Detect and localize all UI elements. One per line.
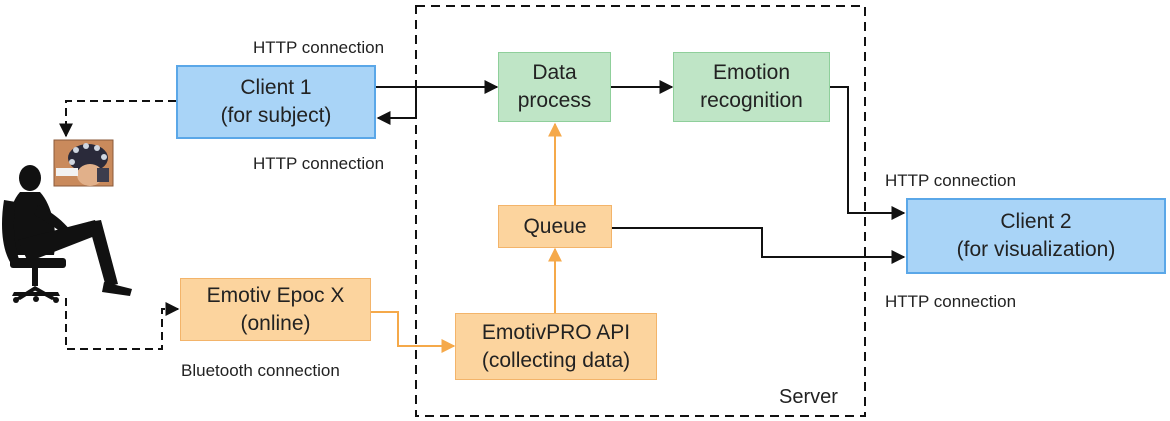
client2-box: Client 2 (for visualization) <box>906 198 1166 274</box>
emotiv-epoc-subtitle: (online) <box>240 311 311 335</box>
arrow-queue-to-client2 <box>612 227 906 264</box>
emotivpro-api-title: EmotivPRO API <box>481 320 631 344</box>
client1-box: Client 1 (for subject) <box>176 65 376 139</box>
client2-subtitle: (for visualization) <box>956 238 1116 261</box>
http-connection-label-client2-top: HTTP connection <box>885 171 1017 190</box>
emotiv-epoc-title: Emotiv Epoc X <box>206 283 345 307</box>
person-in-chair-icon <box>2 165 132 303</box>
emotion-recognition-box: Emotion recognition <box>673 52 830 122</box>
arrow-emotion-to-client2 <box>830 86 906 220</box>
client1-title: Client 1 <box>240 76 312 99</box>
data-process-line2: process <box>517 89 592 112</box>
emotiv-epoc-box: Emotiv Epoc X (online) <box>180 278 371 341</box>
http-connection-label-client2-bottom: HTTP connection <box>885 292 1017 311</box>
server-label: Server <box>779 386 838 408</box>
arrow-data-process-to-client1 <box>376 87 417 125</box>
http-connection-label-client1-bottom: HTTP connection <box>253 154 385 173</box>
emotion-recognition-line2: recognition <box>700 89 803 112</box>
client1-subtitle: (for subject) <box>220 104 332 127</box>
emotivpro-api-box: EmotivPRO API (collecting data) <box>455 313 657 380</box>
client2-title: Client 2 <box>1000 210 1072 233</box>
arrow-subject-to-epoc <box>65 298 180 350</box>
eeg-headset-photo-icon <box>53 139 114 187</box>
http-connection-label-top: HTTP connection <box>253 38 385 57</box>
data-process-line1: Data <box>532 61 577 84</box>
emotion-recognition-line1: Emotion <box>712 61 791 84</box>
queue-label: Queue <box>523 214 587 238</box>
arrow-client1-to-subject <box>59 100 176 138</box>
queue-box: Queue <box>498 205 612 248</box>
server-boundary <box>415 5 866 417</box>
arrow-epoc-to-api <box>371 311 456 353</box>
bluetooth-connection-label: Bluetooth connection <box>181 361 340 380</box>
data-process-box: Data process <box>498 52 611 122</box>
emotivpro-api-subtitle: (collecting data) <box>481 348 631 372</box>
